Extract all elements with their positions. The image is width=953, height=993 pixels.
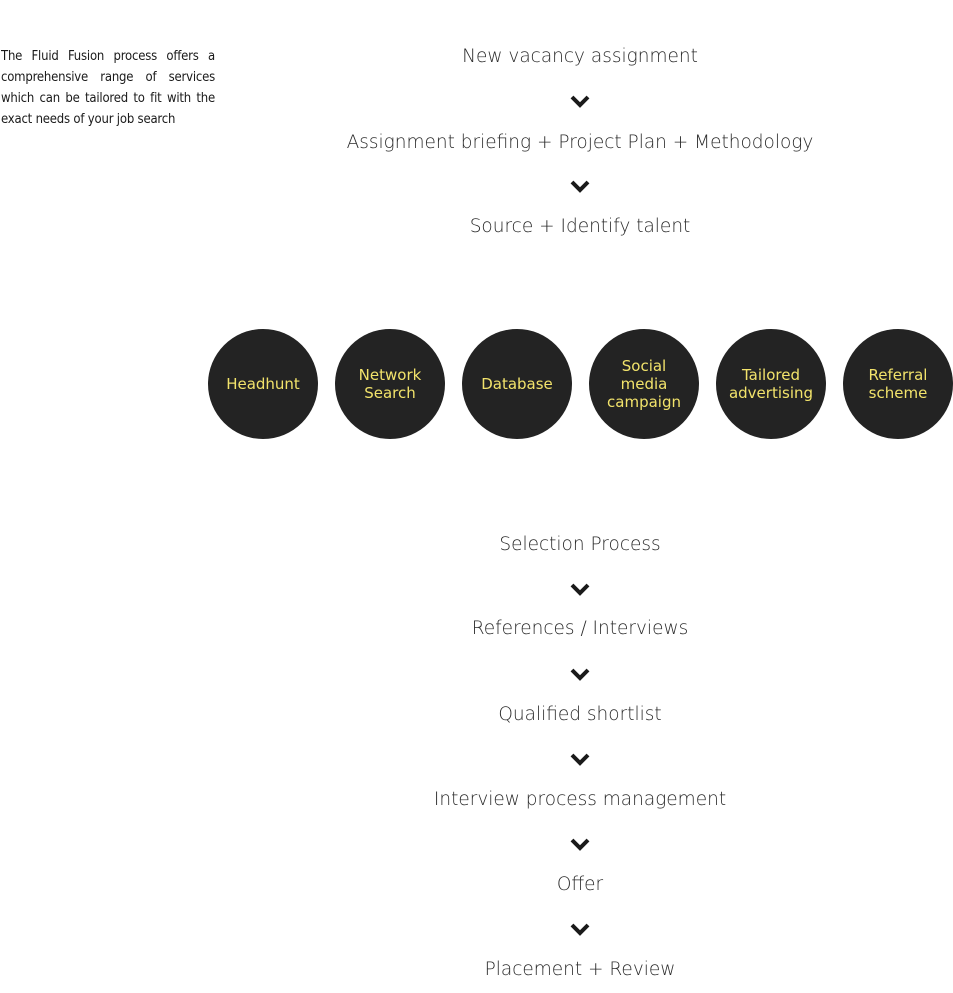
step-interview-process-management: Interview process management [433,789,727,810]
source-circle-social-media-campaign: Social media campaign [589,329,699,439]
chevron-down-icon [570,179,590,193]
source-circle-referral-scheme: Referral scheme [843,329,953,439]
step-offer: Offer [556,874,604,895]
source-label: Network Search [358,366,422,402]
chevron-down-icon [570,94,590,108]
intro-text: The Fluid Fusion process offers a compre… [1,49,215,127]
chevron-down-icon [570,582,590,596]
source-circle-database: Database [462,329,572,439]
step-qualified-shortlist: Qualified shortlist [498,704,662,725]
source-circle-network-search: Network Search [335,329,445,439]
step-selection-process: Selection Process [499,534,661,555]
source-label: Tailored advertising [728,366,814,402]
step-new-vacancy-assignment: New vacancy assignment [462,46,698,67]
source-label: Database [481,375,553,393]
chevron-down-icon [570,667,590,681]
source-label: Social media campaign [607,357,681,411]
step-placement-review: Placement + Review [484,959,676,980]
source-label: Referral scheme [868,366,928,402]
step-source-identify-talent: Source + Identify talent [469,216,691,237]
chevron-down-icon [570,752,590,766]
step-assignment-briefing: Assignment briefing + Project Plan + Met… [346,132,814,153]
chevron-down-icon [570,837,590,851]
source-circle-headhunt: Headhunt [208,329,318,439]
source-circle-tailored-advertising: Tailored advertising [716,329,826,439]
step-references-interviews: References / Interviews [471,618,689,639]
chevron-down-icon [570,922,590,936]
source-label: Headhunt [226,375,300,393]
